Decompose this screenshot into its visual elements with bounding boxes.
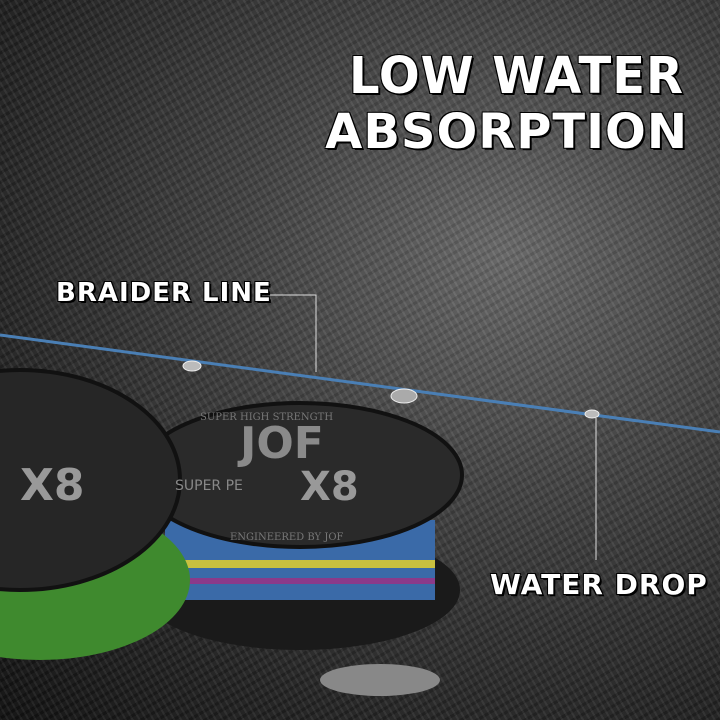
braider-callout-line [270, 294, 317, 372]
multicolor-spool [136, 401, 464, 650]
water-drop [390, 388, 418, 404]
spool-brand-logo: JOF [237, 418, 324, 469]
headline-line2: ABSORPTION [325, 104, 688, 160]
water-drop-label: WATER DROP [490, 568, 708, 601]
green-spool [0, 368, 190, 660]
green-spool-model: X8 [20, 460, 85, 511]
braider-line-label: BRAIDER LINE [56, 278, 272, 308]
spool-bottom-text: ENGINEERED BY JOF [230, 532, 344, 543]
spool-top-text: SUPER HIGH STRENGTH [200, 412, 333, 423]
headline-line1: LOW WATER [348, 46, 684, 106]
spool-model: X8 [300, 464, 359, 510]
spool-sub-text: SUPER PE [175, 478, 243, 494]
water-drop [182, 360, 202, 372]
water-drop [584, 409, 600, 419]
fish [320, 664, 440, 696]
braided-line [0, 333, 720, 434]
